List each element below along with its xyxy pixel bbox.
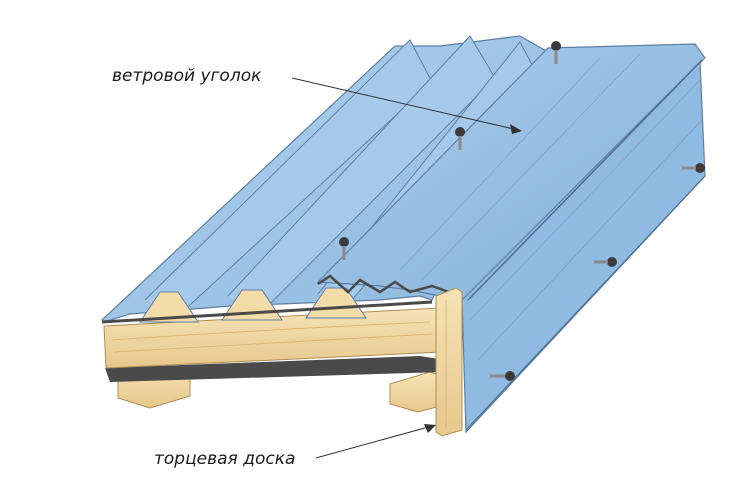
screw-icon (455, 127, 465, 150)
screw-icon (594, 257, 617, 267)
leader-lines (291, 77, 522, 459)
leader-end-board (315, 425, 433, 459)
end-board (435, 287, 463, 437)
label-wind-corner: ветровой уголок (112, 66, 262, 86)
screw-icon (490, 371, 515, 381)
leader-wind-corner (291, 77, 519, 131)
screw-icon (339, 237, 349, 260)
wind-corner-flashing (316, 43, 706, 434)
screw-icon (551, 41, 561, 64)
screws (339, 41, 705, 381)
screw-icon (682, 163, 705, 173)
underlay-strip (105, 356, 445, 382)
label-end-board: торцевая доска (154, 449, 296, 469)
